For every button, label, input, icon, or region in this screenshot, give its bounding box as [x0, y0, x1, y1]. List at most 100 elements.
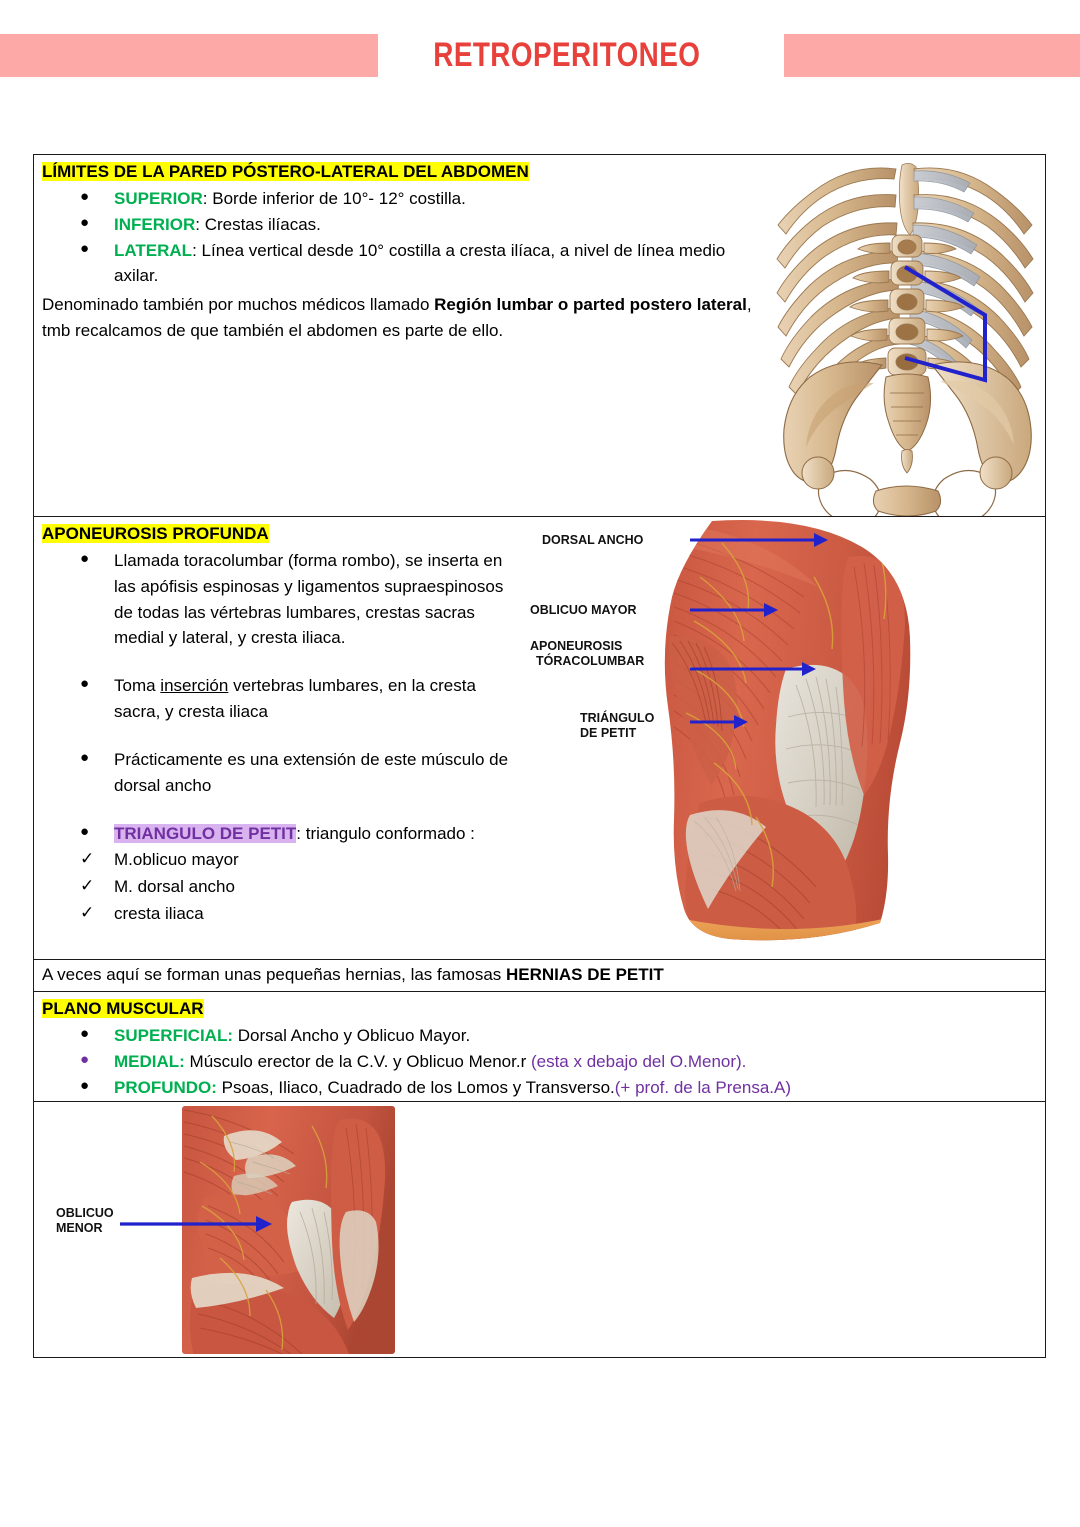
triangulo-petit-label: TRIANGULO DE PETIT: [114, 823, 297, 843]
bullet-text-post: vertebras lumbares, en la cresta sacra, …: [114, 676, 476, 722]
limites-bullet-list: ● SUPERIOR: Borde inferior de 10°- 12° c…: [42, 186, 756, 289]
bullet-text-underline: inserción: [160, 676, 229, 696]
bullet-dot-icon: ●: [80, 213, 90, 231]
bottom-image-cell: OBLICUO MENOR: [34, 1102, 1045, 1357]
check-text: cresta iliaca: [114, 904, 204, 924]
skeleton-image-cell: [763, 155, 1045, 516]
list-item: ● INFERIOR: Crestas ilíacas.: [42, 212, 756, 238]
bullet-note: (+ prof. de la Prensa.A): [614, 1077, 791, 1097]
bullet-note: (esta x debajo del O.Menor).: [530, 1051, 747, 1071]
bullet-text: Prácticamente es una extensión de este m…: [114, 749, 509, 795]
list-item: ● PROFUNDO: Psoas, Iliaco, Cuadrado de l…: [42, 1075, 1037, 1101]
bullet-dot-icon: ●: [80, 675, 90, 693]
section-limites: LÍMITES DE LA PARED PÓSTERO-LATERAL DEL …: [34, 155, 1045, 517]
label-triangulo-petit-line1: TRIÁNGULO: [580, 710, 655, 725]
section-aponeurosis: APONEUROSIS PROFUNDA ● Llamada toracolum…: [34, 517, 1045, 960]
hernias-pre: A veces aquí se forman unas pequeñas her…: [42, 965, 506, 984]
deep-dissection-body: [182, 1106, 395, 1354]
bullet-dot-icon: ●: [80, 239, 90, 257]
torso-muscle-illustration: DORSAL ANCHO OBLICUO MAYOR APONEUROSIS T…: [524, 517, 1045, 959]
bullet-label: LATERAL: [114, 240, 193, 260]
hernias-bold: HERNIAS DE PETIT: [506, 965, 664, 984]
bullet-text-pre: Toma: [114, 676, 161, 696]
check-text: M. dorsal ancho: [114, 877, 235, 897]
deep-muscle-illustration: OBLICUO MENOR: [34, 1102, 1045, 1357]
limites-paragraph: Denominado también por muchos médicos ll…: [42, 292, 756, 343]
label-triangulo-petit-line2: DE PETIT: [580, 726, 637, 740]
limites-heading: LÍMITES DE LA PARED PÓSTERO-LATERAL DEL …: [42, 162, 529, 181]
plano-muscular-bullet-list: ● SUPERFICIAL: Dorsal Ancho y Oblicuo Ma…: [42, 1023, 1037, 1100]
aponeurosis-bullet-list: ● Llamada toracolumbar (forma rombo), se…: [42, 548, 516, 927]
list-item: ✓ cresta iliaca: [42, 901, 516, 927]
bullet-dot-icon: ●: [80, 549, 90, 567]
list-item: ● Llamada toracolumbar (forma rombo), se…: [42, 548, 516, 651]
bullet-text: Línea vertical desde 10° costilla a cres…: [114, 240, 726, 286]
bullet-dot-icon: ●: [80, 1076, 90, 1094]
label-oblicuo-menor-line2: MENOR: [56, 1221, 103, 1235]
bullet-label: SUPERFICIAL:: [114, 1025, 233, 1045]
section-plano-muscular: PLANO MUSCULAR ● SUPERFICIAL: Dorsal Anc…: [34, 992, 1045, 1102]
list-item: ✓ M.oblicuo mayor: [42, 847, 516, 873]
bullet-label: SUPERIOR: [114, 188, 203, 208]
check-icon: ✓: [80, 876, 95, 896]
check-icon: ✓: [80, 903, 95, 923]
bullet-text: Crestas ilíacas.: [204, 214, 321, 234]
region-outline: [903, 265, 987, 383]
triangulo-petit-text: : triangulo conformado :: [296, 823, 475, 843]
list-item: ● SUPERFICIAL: Dorsal Ancho y Oblicuo Ma…: [42, 1023, 1037, 1049]
check-text: M.oblicuo mayor: [114, 850, 239, 870]
list-item: ✓ M. dorsal ancho: [42, 874, 516, 900]
bullet-text: Psoas, Iliaco, Cuadrado de los Lomos y T…: [216, 1077, 615, 1097]
arrow-head-icon: [764, 603, 779, 617]
hernias-text-cell: A veces aquí se forman unas pequeñas her…: [34, 960, 1045, 991]
skeleton-illustration: [763, 155, 1045, 516]
paragraph-pre: Denominado también por muchos médicos ll…: [42, 295, 435, 315]
bullet-text: Músculo erector de la C.V. y Oblicuo Men…: [184, 1051, 531, 1071]
list-item: ● Toma inserción vertebras lumbares, en …: [42, 673, 516, 725]
plano-muscular-text-cell: PLANO MUSCULAR ● SUPERFICIAL: Dorsal Anc…: [34, 992, 1045, 1101]
bullet-text: Llamada toracolumbar (forma rombo), se i…: [114, 550, 504, 648]
bullet-label: MEDIAL:: [114, 1051, 185, 1071]
aponeurosis-heading: APONEUROSIS PROFUNDA: [42, 524, 269, 543]
bullet-label: INFERIOR: [114, 214, 196, 234]
skeleton-svg: [763, 155, 1045, 516]
arrow-head-icon: [814, 533, 829, 547]
paragraph-post: , tmb recalcamos de que también el abdom…: [42, 295, 752, 340]
aponeurosis-image-cell: DORSAL ANCHO OBLICUO MAYOR APONEUROSIS T…: [524, 517, 1045, 959]
label-aponeurosis-toracolumbar-line1: APONEUROSIS: [530, 639, 622, 653]
list-item-triangulo: ● TRIANGULO DE PETIT: triangulo conforma…: [42, 821, 516, 847]
bullet-sep: :: [192, 240, 202, 260]
bullet-sep: :: [202, 188, 213, 208]
bullet-text: Dorsal Ancho y Oblicuo Mayor.: [233, 1025, 471, 1045]
bullet-dot-icon: ●: [80, 187, 90, 205]
label-dorsal-ancho: DORSAL ANCHO: [542, 533, 644, 547]
bullet-sep: :: [195, 214, 205, 234]
arrow-head-icon: [256, 1216, 272, 1232]
bullet-dot-icon: ●: [80, 1050, 90, 1068]
hernias-paragraph: A veces aquí se forman unas pequeñas her…: [42, 964, 1037, 986]
bullet-dot-icon: ●: [80, 748, 90, 766]
header-bar-left: [0, 33, 378, 77]
section-bottom-image: OBLICUO MENOR: [34, 1102, 1045, 1357]
plano-muscular-heading: PLANO MUSCULAR: [42, 999, 204, 1018]
list-item: ● SUPERIOR: Borde inferior de 10°- 12° c…: [42, 186, 756, 212]
page-header: RETROPERITONEO: [0, 0, 1080, 110]
bullet-dot-icon: ●: [80, 1024, 90, 1042]
list-item: ● LATERAL: Línea vertical desde 10° cost…: [42, 238, 756, 290]
paragraph-bold: Región lumbar o parted postero lateral: [434, 295, 747, 315]
label-oblicuo-mayor: OBLICUO MAYOR: [530, 603, 637, 617]
bullet-dot-icon: ●: [80, 822, 90, 840]
bullet-text: Borde inferior de 10°- 12° costilla.: [212, 188, 466, 208]
section-hernias: A veces aquí se forman unas pequeñas her…: [34, 960, 1045, 992]
list-item: ● Prácticamente es una extensión de este…: [42, 747, 516, 799]
limites-text-cell: LÍMITES DE LA PARED PÓSTERO-LATERAL DEL …: [34, 155, 764, 516]
aponeurosis-text-cell: APONEUROSIS PROFUNDA ● Llamada toracolum…: [34, 517, 524, 959]
list-item: ● MEDIAL: Músculo erector de la C.V. y O…: [42, 1049, 1037, 1075]
check-icon: ✓: [80, 849, 95, 869]
header-bar-right: [783, 33, 1080, 77]
annotation-layer: DORSAL ANCHO OBLICUO MAYOR APONEUROSIS T…: [530, 533, 829, 740]
arrow-head-icon: [734, 715, 749, 729]
label-aponeurosis-toracolumbar-line2: TÓRACOLUMBAR: [536, 653, 644, 668]
content-table: LÍMITES DE LA PARED PÓSTERO-LATERAL DEL …: [33, 154, 1046, 1358]
label-oblicuo-menor-line1: OBLICUO: [56, 1206, 114, 1220]
